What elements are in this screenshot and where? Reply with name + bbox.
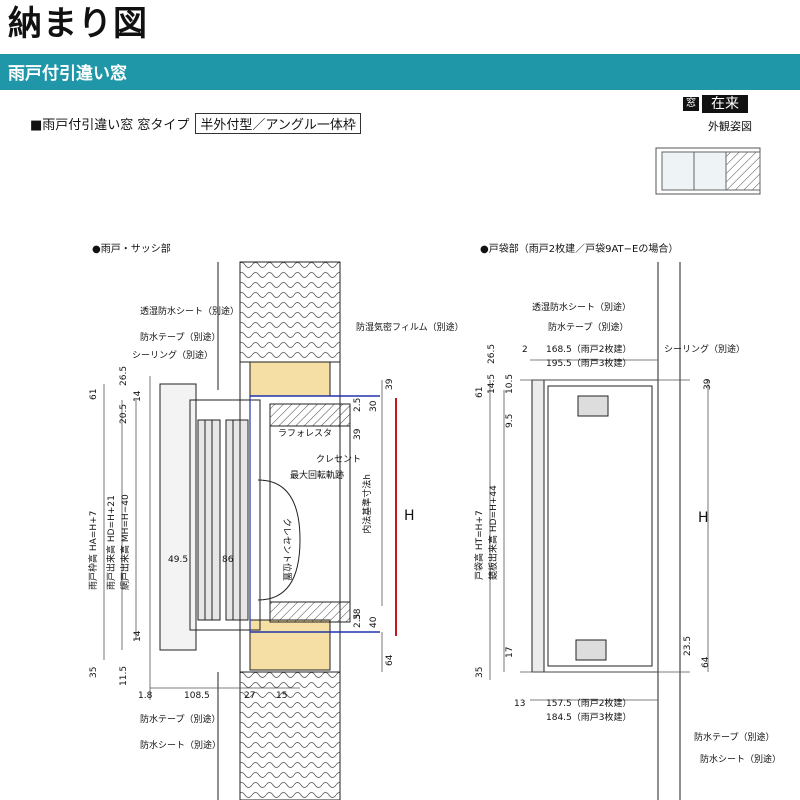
right-dim-10: 35: [475, 667, 485, 678]
left-section-drawing: [103, 261, 397, 800]
left-dim-18: 2.5: [353, 614, 363, 628]
left-dim-6: 11.5: [119, 666, 129, 686]
left-dim-5: 35: [89, 667, 99, 678]
right-note-5: 防水シート（別途）: [700, 753, 781, 765]
right-vlabel-0: 戸袋高 HT=H+7: [473, 510, 485, 580]
left-note-7: クレセント位置: [281, 518, 293, 581]
left-dim-0: 61: [89, 389, 99, 400]
left-annotations: 透湿防水シート（別途） 防水テープ（別途） シーリング（別途） 防湿気密フィルム…: [87, 305, 464, 751]
right-dim-15: 184.5（雨戸3枚建）: [546, 711, 632, 723]
left-dim-3: 20.5: [119, 404, 129, 424]
right-dim-11: 23.5: [683, 636, 693, 656]
left-dim-11: 49.5: [168, 555, 188, 565]
left-note-6: 最大回転軌跡: [290, 469, 344, 481]
right-dim-14: 157.5（雨戸2枚建）: [546, 697, 632, 709]
left-dim-16: 39: [353, 428, 363, 440]
window-type-value: 半外付型／アングル一体枠: [195, 113, 361, 134]
mado-badge: 窓: [683, 97, 699, 111]
right-dim-12: 64: [701, 656, 711, 668]
left-dim-4: 14: [133, 630, 143, 642]
right-note-0: 透湿防水シート（別途）: [532, 301, 631, 313]
left-dim-7: 1.8: [138, 691, 153, 701]
zairai-badge: 在来: [702, 95, 748, 113]
right-dim-7: 9.5: [505, 414, 515, 428]
exterior-elevation-icon: [655, 147, 761, 195]
left-section-title: ●雨戸・サッシ部: [92, 244, 171, 255]
right-section-title: ●戸袋部（雨戸2枚建／戸袋9AT−Eの場合）: [480, 244, 679, 255]
right-dim-13: 13: [514, 699, 525, 709]
left-dim-8: 108.5: [184, 691, 210, 701]
window-type-row: ■雨戸付引違い窓 窓タイプ半外付型／アングル一体枠: [30, 113, 361, 134]
left-note-9: H: [404, 508, 415, 524]
left-note-0: 透湿防水シート（別途）: [140, 305, 239, 317]
right-dim-2: 168.5（雨戸2枚建）: [546, 343, 632, 355]
left-note-4: ラフォレスタ: [278, 428, 332, 439]
right-dim-9: 17: [505, 647, 515, 658]
left-dim-19: 40: [369, 616, 379, 628]
right-dim-5: 14.5: [487, 374, 497, 394]
section-bar-label: 雨戸付引違い窓: [8, 64, 127, 84]
left-vlabel-1: 雨戸出来高 HD=H+21: [105, 495, 117, 590]
right-annotations: 透湿防水シート（別途） 防水テープ（別途） シーリング（別途） H 防水テープ（…: [473, 301, 781, 765]
right-note-4: 防水テープ（別途）: [694, 731, 774, 743]
right-dim-0: 2: [522, 345, 528, 355]
left-note-2: シーリング（別途）: [132, 349, 213, 361]
right-note-2: シーリング（別途）: [664, 343, 745, 355]
right-dim-1: 26.5: [487, 344, 497, 364]
left-note-3: 防湿気密フィルム（別途）: [356, 321, 464, 333]
right-dim-4: 61: [475, 387, 485, 398]
left-note-10: 防水テープ（別途）: [140, 713, 220, 725]
left-dim-1: 26.5: [119, 366, 129, 386]
left-dim-12: 86: [222, 555, 234, 565]
left-dim-2: 14: [133, 390, 143, 402]
left-note-1: 防水テープ（別途）: [140, 331, 220, 343]
right-dim-8: 39: [703, 378, 713, 390]
left-vlabel-2: 網戸出来高 MH=H−40: [119, 494, 131, 590]
gaikan-label: 外観姿図: [708, 120, 752, 133]
right-vlabel-1: 鏡板出来高 HD=H+44: [487, 485, 499, 580]
left-note-8: 内法基準寸法h: [361, 474, 373, 534]
right-note-1: 防水テープ（別途）: [548, 321, 628, 333]
left-dim-14: 2.5: [353, 398, 363, 412]
section-bar: 雨戸付引違い窓: [0, 54, 800, 90]
left-dim-17: 38: [353, 608, 363, 620]
right-dim-6: 10.5: [505, 374, 515, 394]
window-type-label: ■雨戸付引違い窓 窓タイプ: [30, 118, 190, 133]
left-dim-10: 15: [276, 691, 287, 701]
left-vlabel-0: 雨戸枠高 HA=H+7: [87, 511, 99, 590]
right-note-3: H: [698, 510, 709, 526]
page-title: 納まり図: [8, 4, 148, 44]
right-dim-3: 195.5（雨戸3枚建）: [546, 357, 632, 369]
left-dim-20: 64: [385, 654, 395, 666]
left-dim-15: 30: [369, 400, 379, 412]
left-dim-9: 27: [244, 691, 255, 701]
left-dim-13: 39: [385, 378, 395, 390]
left-note-11: 防水シート（別途）: [140, 739, 221, 751]
left-note-5: クレセント: [316, 454, 361, 465]
right-section-drawing: [489, 262, 709, 800]
